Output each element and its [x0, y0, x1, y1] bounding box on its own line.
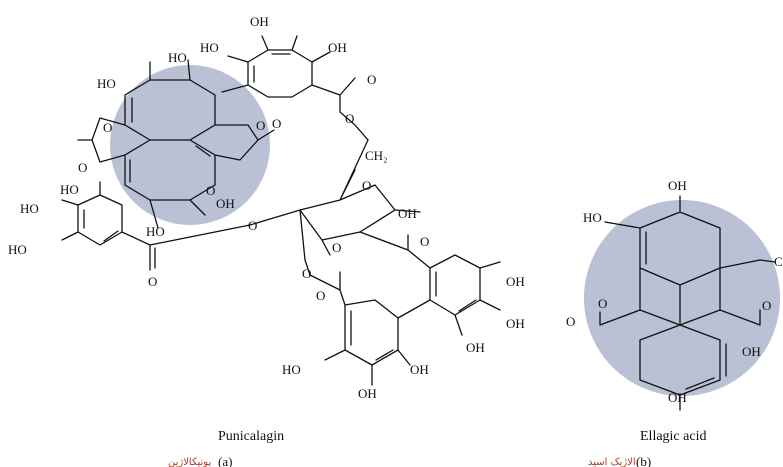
label-oh: OH: [668, 178, 687, 193]
core-substituent-bonds: [77, 59, 275, 229]
punicalagin-ellagic-highlight: [110, 65, 270, 225]
punicalagin-atom-labels: OH HO HO OH HO O O CH₂ O O O O O OH HO H…: [8, 14, 525, 401]
label-ho: HO: [168, 50, 187, 65]
label-o: O: [345, 111, 354, 126]
label-ch2: CH₂: [365, 148, 388, 163]
label-o: O: [367, 72, 376, 87]
label-o: O: [103, 120, 112, 135]
label-o: O: [206, 183, 215, 198]
punicalagin-structure: [61, 35, 501, 386]
label-ho: HO: [583, 210, 602, 225]
label-o: O: [78, 160, 87, 175]
bottom-galloyl-ring: [344, 299, 399, 366]
label-ho: HO: [60, 182, 79, 197]
glucose-substituent-bonds: [249, 139, 421, 276]
label-o: O: [420, 234, 429, 249]
label-ho: HO: [146, 224, 165, 239]
ellagic-acid-atom-labels: OH HO O O O C OH OH: [566, 178, 783, 405]
lower-left-galloyl-ring: [77, 194, 123, 246]
label-oh: OH: [358, 386, 377, 401]
bottom-substituent-bonds: [324, 299, 431, 386]
label-o: O: [256, 118, 265, 133]
label-o: O: [762, 298, 771, 313]
label-oh: OH: [506, 316, 525, 331]
ellagic-acid-highlight: [584, 200, 780, 396]
panel-label-a: (a): [218, 454, 232, 467]
label-o: O: [272, 116, 281, 131]
label-c-truncated: C: [774, 254, 783, 269]
label-o: O: [362, 178, 371, 193]
top-galloyl-substituent-bonds: [221, 35, 369, 141]
ellagic-acid-persian-name: الاژیک اسید: [588, 457, 636, 467]
ellagic-acid-rings: [599, 195, 776, 411]
label-ho: HO: [20, 201, 39, 216]
punicalagin-persian-name: پونیکالاژین: [168, 457, 211, 467]
label-ho: HO: [200, 40, 219, 55]
label-o: O: [332, 240, 341, 255]
label-oh: OH: [216, 196, 235, 211]
panel-label-b: (b): [636, 454, 651, 467]
label-oh: OH: [466, 340, 485, 355]
label-o: O: [598, 296, 607, 311]
label-ho: HO: [282, 362, 301, 377]
lower-right-substituent-bonds: [309, 234, 501, 336]
label-oh: OH: [328, 40, 347, 55]
label-ho: HO: [97, 76, 116, 91]
ellagic-acid-name: Ellagic acid: [640, 429, 706, 444]
label-oh: OH: [410, 362, 429, 377]
label-oh: OH: [742, 344, 761, 359]
lower-right-galloyl-ring: [429, 254, 481, 316]
label-o: O: [316, 288, 325, 303]
glucose-ring: [299, 184, 396, 241]
top-galloyl-ring: [247, 49, 313, 98]
label-o: O: [148, 274, 157, 289]
label-oh: OH: [668, 390, 687, 405]
label-oh: OH: [506, 274, 525, 289]
label-o: O: [302, 266, 311, 281]
label-o: O: [566, 314, 575, 329]
punicalagin-name: Punicalagin: [218, 429, 284, 444]
label-ho: HO: [8, 242, 27, 257]
ellagic-acid-structure: [599, 195, 776, 411]
label-oh: OH: [398, 206, 417, 221]
label-oh: OH: [250, 14, 269, 29]
lower-left-substituent-bonds: [61, 181, 251, 271]
label-o: O: [248, 218, 257, 233]
